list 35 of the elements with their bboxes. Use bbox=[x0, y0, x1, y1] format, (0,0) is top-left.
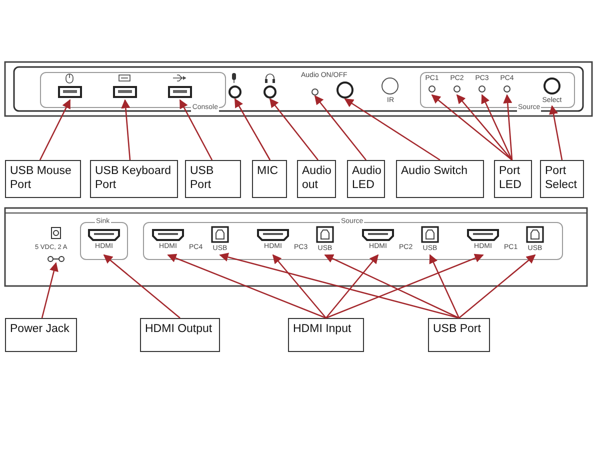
leader-line bbox=[41, 262, 58, 318]
callout-box: USB Port bbox=[185, 160, 241, 198]
callout-box: MIC bbox=[252, 160, 287, 198]
leader-line bbox=[272, 254, 326, 318]
callout-box: Power Jack bbox=[5, 318, 77, 352]
leader-line bbox=[269, 98, 319, 160]
leader-line bbox=[167, 254, 326, 319]
callout-box: USB Keyboard Port bbox=[90, 160, 178, 198]
leader-line bbox=[314, 95, 366, 160]
leader-line bbox=[481, 94, 513, 160]
leader-line bbox=[431, 94, 512, 160]
callout-box: Audio out bbox=[297, 160, 336, 198]
callout-box: Port LED bbox=[494, 160, 532, 198]
leader-line bbox=[179, 99, 213, 160]
leader-line bbox=[326, 254, 379, 318]
leader-line bbox=[458, 254, 536, 318]
leader-line bbox=[503, 94, 513, 160]
leader-line bbox=[344, 98, 440, 161]
leader-line bbox=[103, 254, 180, 318]
callout-box: Audio LED bbox=[347, 160, 385, 198]
callout-box: HDMI Output bbox=[140, 318, 220, 352]
leader-line bbox=[324, 254, 460, 319]
leader-line bbox=[429, 254, 460, 318]
leader-line bbox=[121, 99, 131, 160]
leader-line bbox=[219, 252, 460, 319]
leader-line bbox=[456, 94, 512, 160]
leader-line bbox=[39, 99, 71, 160]
callout-box: USB Port bbox=[428, 318, 490, 352]
callout-box: HDMI Input bbox=[288, 318, 364, 352]
leader-line bbox=[549, 105, 563, 160]
leader-line bbox=[234, 98, 271, 160]
callout-box: Audio Switch bbox=[396, 160, 484, 198]
callout-box: Port Select bbox=[540, 160, 584, 198]
callout-box: USB Mouse Port bbox=[5, 160, 81, 198]
leader-line bbox=[326, 254, 484, 319]
